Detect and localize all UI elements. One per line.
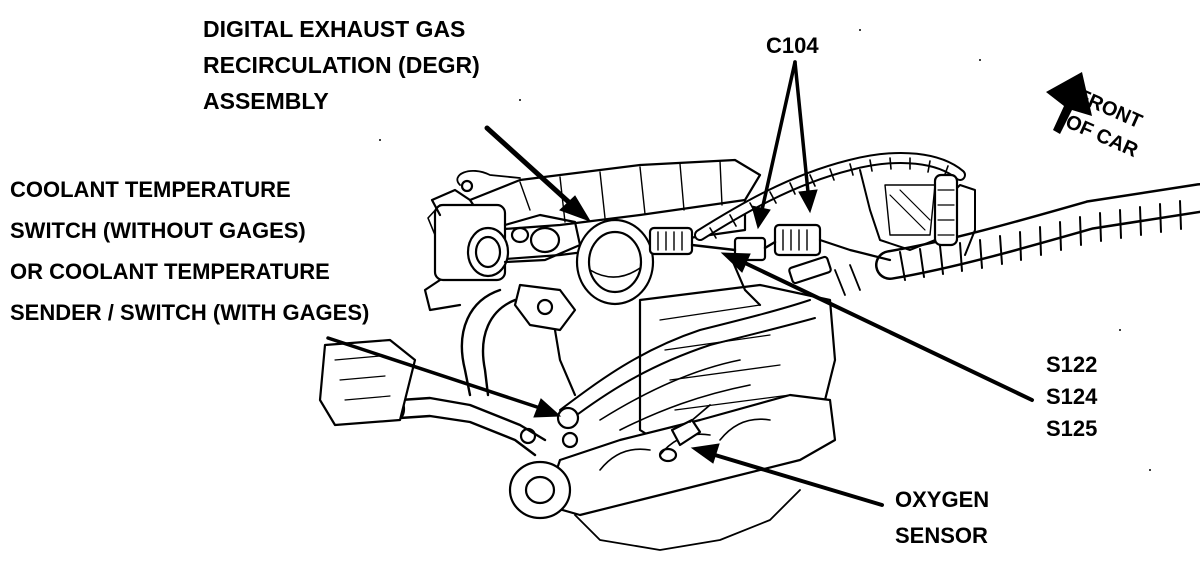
degr-leader [484, 125, 575, 208]
coolant-label-line: SENDER / SWITCH (WITH GAGES) [10, 300, 370, 325]
oxygen-label-line: OXYGEN [895, 487, 990, 512]
degr-label-line: DIGITAL EXHAUST GAS [203, 16, 466, 42]
spark-plug-wires [559, 299, 811, 411]
coolant-label-line: OR COOLANT TEMPERATURE [10, 259, 330, 284]
splice-leader [743, 261, 1034, 402]
coolant-sensor [556, 406, 580, 430]
heater-hose [460, 288, 502, 397]
connector-c104-right [773, 223, 822, 257]
throttle-bore [466, 226, 510, 278]
degr-label-line: ASSEMBLY [203, 88, 329, 114]
degr-label: DIGITAL EXHAUST GAS RECIRCULATION (DEGR)… [203, 18, 480, 126]
oxygen-sensor-label: OXYGEN SENSOR [895, 489, 989, 561]
splice-label-line: S124 [1046, 384, 1098, 409]
oxygen-leader [713, 453, 884, 507]
coolant-leader [326, 336, 542, 410]
coolant-label-line: COOLANT TEMPERATURE [10, 177, 291, 202]
degr-label-line: RECIRCULATION (DEGR) [203, 52, 480, 78]
c104-label: C104 [766, 33, 819, 58]
coolant-label-line: SWITCH (WITHOUT GAGES) [10, 218, 306, 243]
splice-label: S122 S124 S125 [1046, 354, 1097, 450]
oxygen-sensor [670, 418, 702, 447]
exhaust-flange [508, 460, 572, 520]
oxygen-label-line: SENSOR [895, 523, 988, 548]
splice-label-line: S122 [1046, 352, 1098, 377]
c104-leader-right [793, 60, 810, 194]
c104-leader-left [760, 60, 797, 212]
coolant-label: COOLANT TEMPERATURE SWITCH (WITHOUT GAGE… [10, 179, 369, 343]
front-of-car-arrow-icon [1046, 72, 1092, 134]
connector-c104-left [648, 226, 694, 256]
splice-label-line: S125 [1046, 416, 1098, 441]
